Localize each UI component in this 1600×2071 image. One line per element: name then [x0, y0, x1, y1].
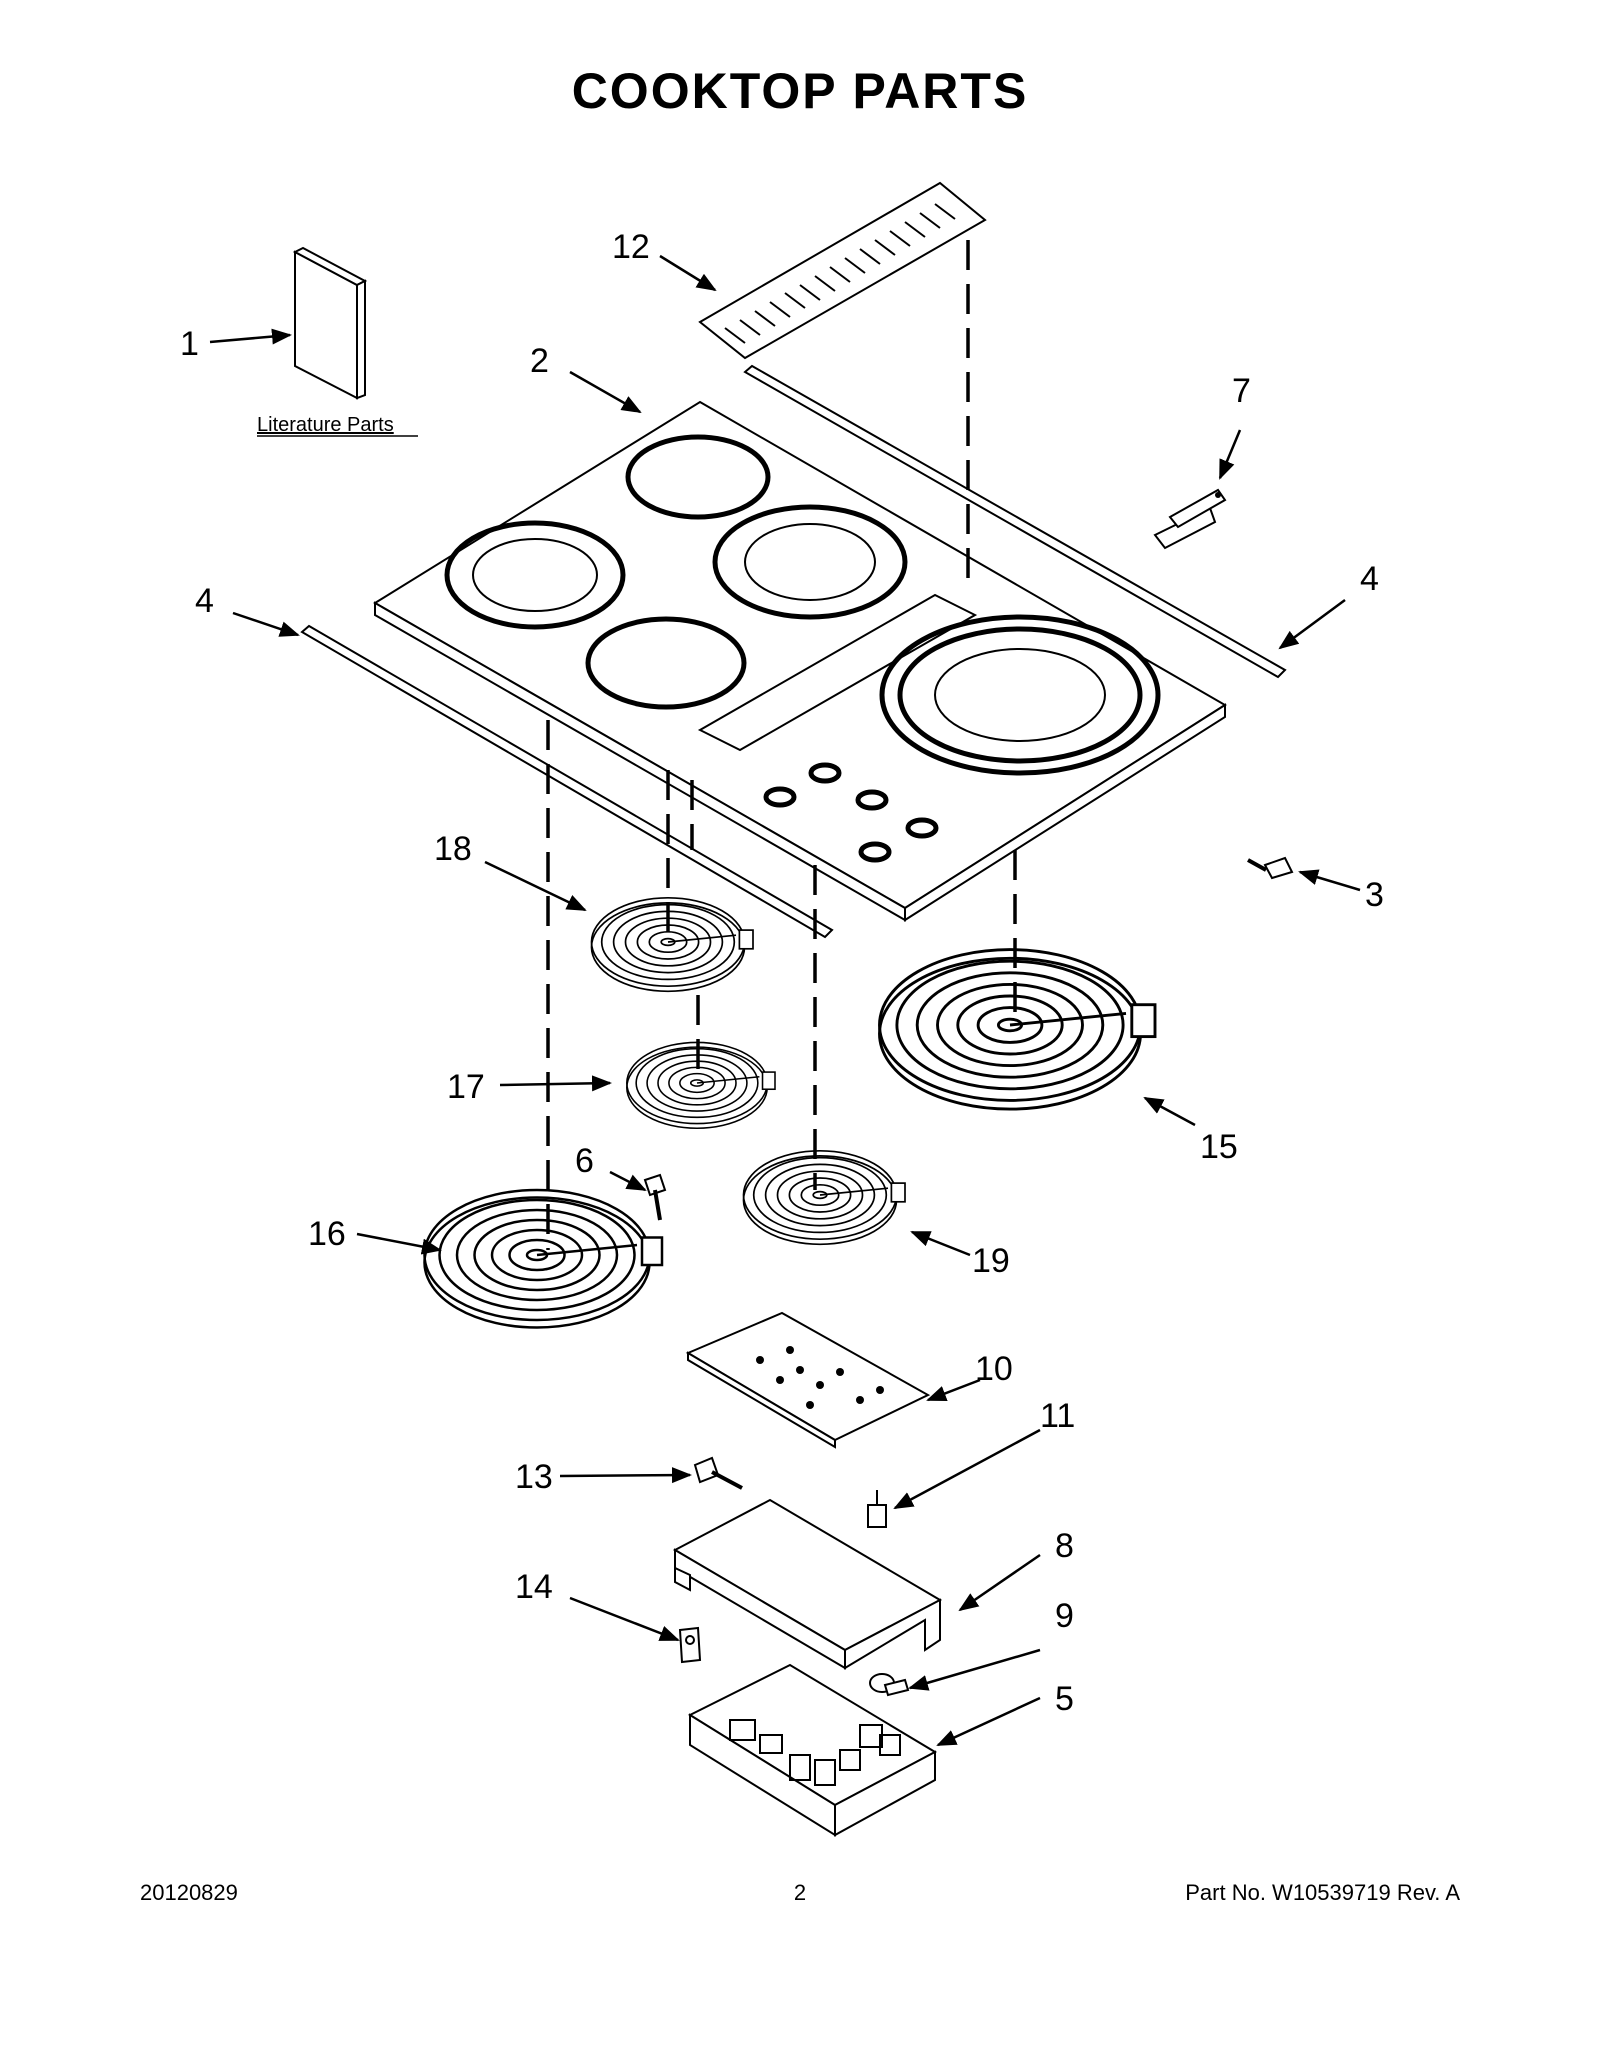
callout-13: 13: [515, 1458, 553, 1496]
callout-7: 7: [1232, 372, 1251, 410]
callout-1: 1: [180, 325, 199, 363]
page-title: COOKTOP PARTS: [571, 63, 1029, 119]
trim-strip-rear: [743, 364, 1287, 679]
callout-12: 12: [612, 228, 650, 266]
callout-10: 10: [975, 1350, 1013, 1388]
callout-5: 5: [1055, 1680, 1074, 1718]
callout-8: 8: [1055, 1527, 1074, 1565]
footer-part-number: Part No. W10539719 Rev. A: [1185, 1880, 1460, 1905]
callout-14: 14: [515, 1568, 553, 1606]
leader-arrows: [209, 254, 1361, 1747]
footer-page-number: 2: [793, 1880, 807, 1905]
callout-2: 2: [530, 342, 549, 380]
callout-6: 6: [575, 1142, 594, 1180]
radiant-element-17: [626, 1041, 776, 1130]
callout-18: 18: [434, 830, 472, 868]
mounting-bracket: [1153, 488, 1227, 550]
screw: [1247, 856, 1294, 880]
vent-grille: [698, 181, 987, 360]
radiant-element-18: [590, 896, 754, 993]
screw-6: [643, 1173, 667, 1221]
trim-strip-front: [300, 624, 834, 939]
control-knobs: [763, 762, 939, 863]
callout-4-right: 4: [1360, 560, 1379, 598]
control-cover: [672, 1498, 943, 1670]
screw-13: [693, 1456, 743, 1490]
wire-connector: [867, 1490, 887, 1528]
literature-booklet: [292, 246, 368, 400]
alignment-lines: [546, 240, 1017, 1250]
radiant-element-19: [742, 1149, 906, 1246]
callout-9: 9: [1055, 1597, 1074, 1635]
callout-numbers: 1 2 3 4 4 5 6 7 8 9 10 11 12 13 14 15 16…: [180, 228, 1384, 1718]
callout-15: 15: [1200, 1128, 1238, 1166]
callout-3: 3: [1365, 876, 1384, 914]
callout-11: 11: [1040, 1397, 1075, 1435]
control-box: [687, 1663, 938, 1837]
cable-clamp: [869, 1673, 910, 1697]
clip: [678, 1626, 702, 1664]
radiant-element-16: [423, 1188, 664, 1329]
literature-parts-label: Literature Parts: [257, 414, 394, 436]
callout-19: 19: [972, 1242, 1010, 1280]
footer-date: 20120829: [140, 1880, 238, 1905]
glass-cooktop: [373, 400, 1227, 922]
radiant-element-15: [878, 948, 1157, 1111]
callout-4-left: 4: [195, 582, 214, 620]
control-board: [685, 1311, 931, 1449]
callout-16: 16: [308, 1215, 346, 1253]
callout-17: 17: [447, 1068, 485, 1106]
